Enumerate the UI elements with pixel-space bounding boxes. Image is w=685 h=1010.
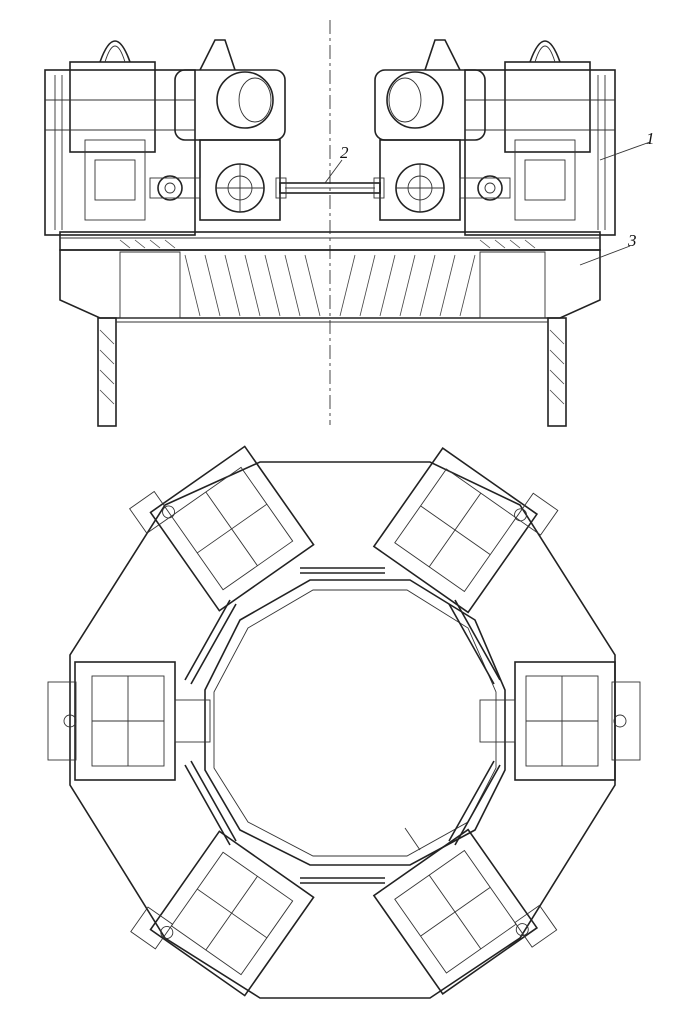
plan-drive-unit-lower-right — [372, 828, 558, 995]
leader-3 — [579, 245, 631, 266]
tower-walls — [97, 317, 567, 427]
plan-view — [47, 445, 641, 999]
left-wall — [97, 317, 117, 427]
leader-1 — [599, 141, 651, 161]
plan-drive-unit-upper-left — [129, 445, 315, 612]
callout-3: 3 — [627, 231, 637, 250]
side-elevation-view: 1 2 3 — [44, 20, 655, 427]
connecting-shaft — [275, 177, 385, 199]
plan-connecting-shafts — [184, 567, 501, 884]
right-drive-unit — [374, 39, 616, 236]
support-frame — [59, 231, 601, 319]
plan-drive-unit-lower-left — [130, 830, 315, 997]
leader-2 — [324, 159, 343, 184]
plan-drive-unit-upper-right — [372, 447, 559, 614]
plan-drive-unit-left — [47, 661, 211, 781]
callout-1: 1 — [646, 129, 655, 148]
plan-drive-unit-right — [479, 661, 641, 781]
center-mark — [404, 827, 421, 851]
inner-ring — [204, 579, 506, 866]
left-drive-unit — [44, 39, 286, 236]
right-wall — [547, 317, 567, 427]
callout-2: 2 — [340, 143, 349, 162]
outer-frame — [69, 461, 616, 999]
